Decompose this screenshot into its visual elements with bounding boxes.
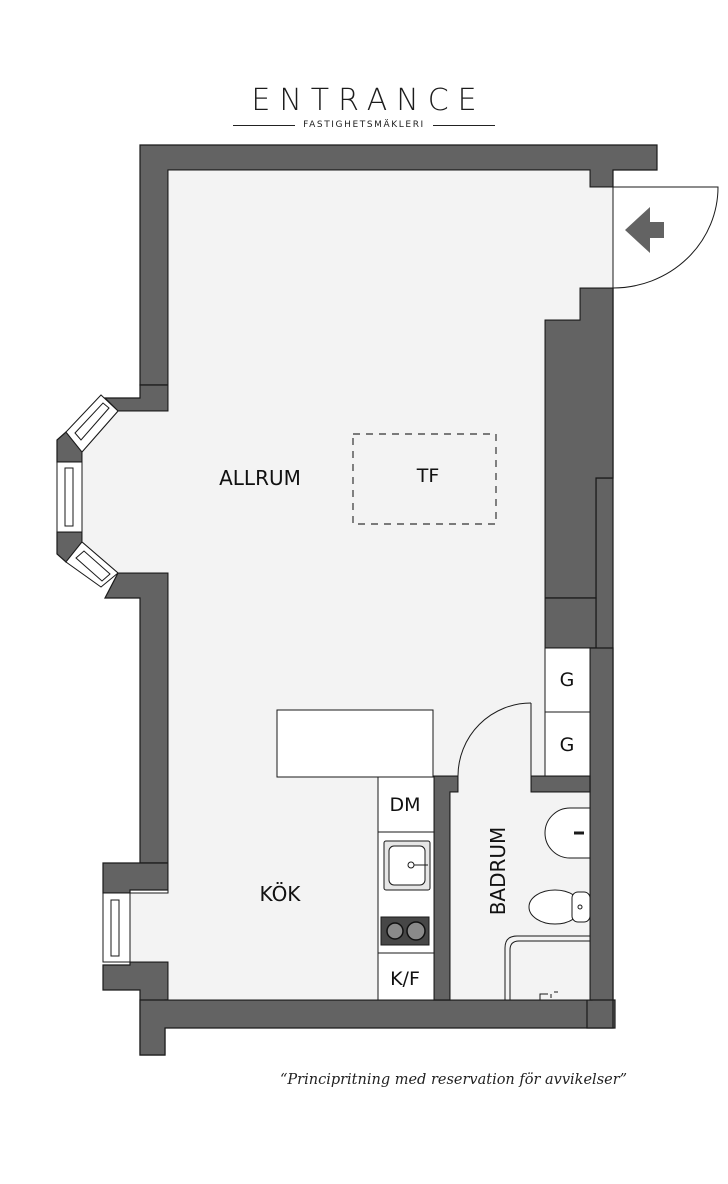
walls bbox=[56, 144, 658, 1056]
wardrobes bbox=[544, 647, 591, 777]
logo-subtitle: FASTIGHETSMÄKLERI bbox=[303, 120, 425, 130]
bathroom-door[interactable] bbox=[457, 702, 532, 777]
stove-icon bbox=[380, 916, 430, 946]
bay-window bbox=[56, 394, 119, 588]
kitchen-sink-icon bbox=[383, 840, 431, 891]
arrow-left-icon bbox=[625, 207, 664, 253]
tf-label: TF bbox=[416, 465, 440, 487]
disclaimer-text: “Principritning med reservation för avvi… bbox=[280, 1072, 628, 1088]
logo-subtitle-row: FASTIGHETSMÄKLERI bbox=[0, 120, 728, 130]
fridge-freezer-label: K/F bbox=[390, 968, 420, 990]
room-label-kok: KÖK bbox=[260, 882, 302, 906]
logo-divider-right bbox=[432, 124, 495, 126]
dishwasher-label: DM bbox=[389, 794, 420, 816]
toilet-icon bbox=[528, 889, 591, 925]
wardrobe-label-2: G bbox=[560, 734, 575, 756]
shower-icon bbox=[504, 935, 590, 1000]
tf-area bbox=[352, 433, 497, 525]
washbasin-icon bbox=[544, 807, 591, 859]
kitchen-window bbox=[102, 892, 131, 963]
entrance-door[interactable] bbox=[612, 186, 719, 289]
logo-title: ENTRANCE bbox=[251, 83, 486, 118]
wardrobe-label-1: G bbox=[560, 669, 575, 691]
room-label-allrum: ALLRUM bbox=[219, 466, 301, 490]
logo: ENTRANCE FASTIGHETSMÄKLERI bbox=[0, 84, 728, 130]
logo-divider-left bbox=[233, 124, 296, 126]
room-label-badrum: BADRUM bbox=[486, 827, 510, 916]
